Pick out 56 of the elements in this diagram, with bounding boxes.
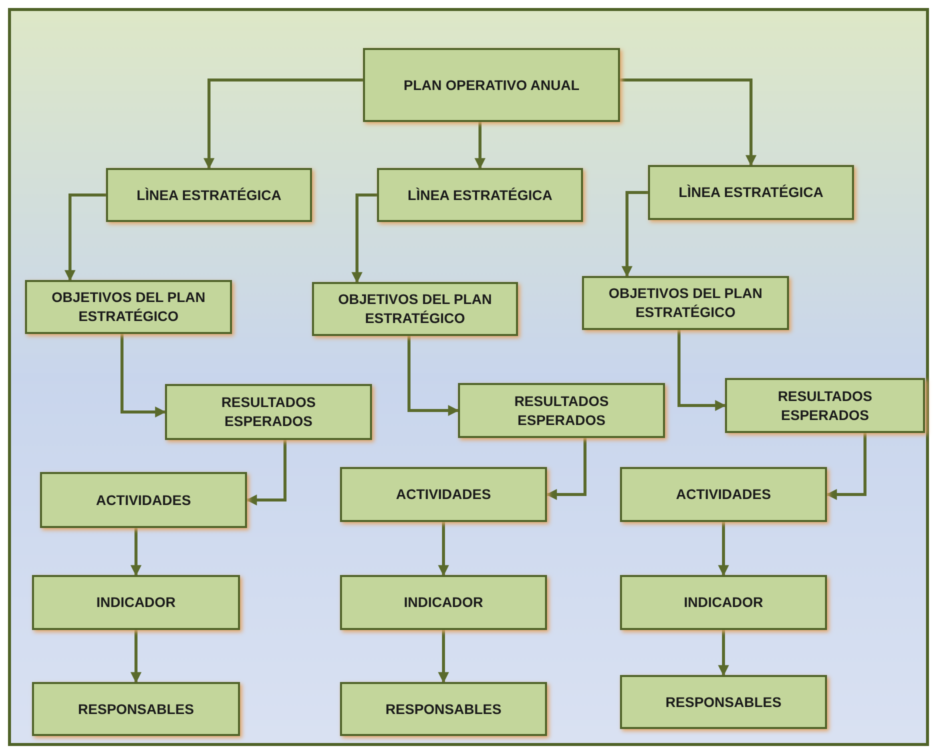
process-box (40, 472, 247, 528)
arrow (438, 630, 449, 684)
box-label: LÌNEA ESTRATÉGICA (408, 186, 552, 204)
box-label: PLAN OPERATIVO ANUAL (404, 76, 580, 94)
arrow (438, 522, 449, 576)
process-box (340, 467, 547, 522)
process-box (363, 48, 620, 122)
box-label: OBJETIVOS DEL PLAN ESTRATÉGICO (50, 288, 206, 326)
arrow (546, 438, 586, 500)
box-label: LÌNEA ESTRATÉGICA (678, 183, 824, 202)
arrow (718, 522, 729, 576)
box-label: LÌNEA ESTRATÉGICA (136, 186, 282, 204)
process-box (620, 467, 827, 522)
arrow (408, 336, 460, 416)
arrow (130, 528, 142, 576)
process-box (725, 378, 925, 433)
process-box (25, 280, 232, 334)
box-label: ACTIVIDADES (96, 490, 191, 510)
process-box (106, 168, 312, 222)
arrow (130, 630, 142, 684)
box-label: RESULTADOS ESPERADOS (513, 392, 610, 430)
box-label: RESPONSABLES (386, 700, 502, 718)
box-label: INDICADOR (96, 593, 176, 612)
process-box (377, 168, 583, 222)
arrow (120, 334, 166, 418)
box-label: INDICADOR (404, 593, 484, 612)
box-label: RESULTADOS ESPERADOS (220, 393, 317, 431)
arrow (718, 630, 729, 676)
arrow (352, 194, 377, 284)
process-box (620, 675, 827, 729)
process-box (340, 575, 547, 630)
arrow (474, 122, 486, 170)
box-label: RESULTADOS ESPERADOS (776, 386, 874, 424)
process-box (32, 682, 240, 736)
box-label: RESPONSABLES (666, 692, 782, 712)
box-label: ACTIVIDADES (676, 485, 771, 504)
arrow (620, 78, 756, 166)
process-box (165, 384, 372, 440)
process-box (312, 282, 518, 336)
arrow (64, 194, 106, 282)
box-label: OBJETIVOS DEL PLAN ESTRATÉGICO (337, 290, 493, 328)
box-label: INDICADOR (684, 593, 764, 612)
arrow (826, 433, 866, 500)
arrow (622, 191, 648, 278)
arrow (246, 440, 286, 506)
box-label: RESPONSABLES (78, 700, 194, 718)
process-box (340, 682, 547, 736)
process-box (582, 276, 789, 330)
box-label: OBJETIVOS DEL PLAN ESTRATÉGICO (608, 284, 764, 322)
arrow (204, 78, 363, 170)
process-box (32, 575, 240, 630)
process-box (648, 165, 854, 220)
arrow (678, 330, 726, 411)
process-box (458, 383, 665, 438)
box-label: ACTIVIDADES (396, 485, 491, 504)
process-box (620, 575, 827, 630)
